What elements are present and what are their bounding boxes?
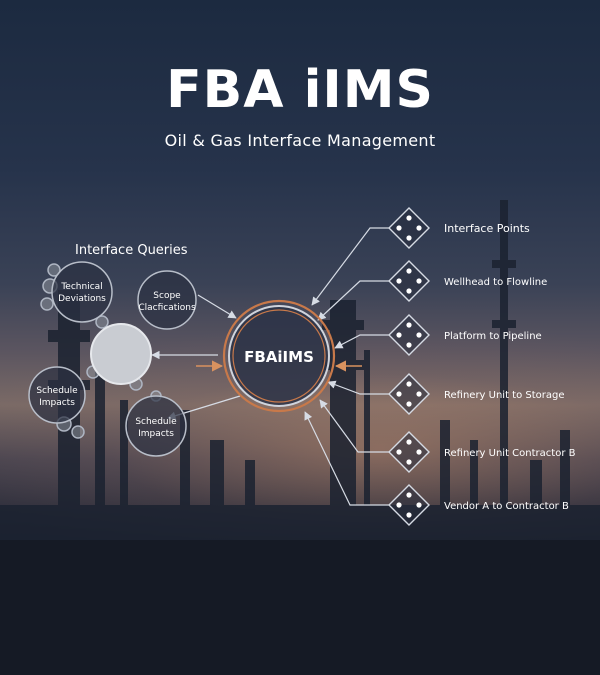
hub-node[interactable]: FBAiIMS bbox=[222, 299, 336, 413]
node-dot bbox=[406, 401, 412, 407]
query-node-schedule-impacts-left[interactable]: Schedule Impacts bbox=[28, 366, 86, 424]
node-dot bbox=[416, 278, 422, 284]
node-dot bbox=[406, 381, 412, 387]
interface-label: Refinery Unit Contractor B bbox=[444, 448, 576, 459]
interface-node-6[interactable]: Vendor A to Contractor B bbox=[388, 484, 569, 526]
query-node-technical-deviations[interactable]: Technical Deviations bbox=[51, 261, 113, 323]
node-dot bbox=[396, 225, 402, 231]
svg-text:Clacfications: Clacfications bbox=[138, 303, 196, 313]
node-dot bbox=[416, 502, 422, 508]
node-dot bbox=[406, 342, 412, 348]
node-dot bbox=[396, 332, 402, 338]
node-dot bbox=[406, 459, 412, 465]
node-dot bbox=[406, 235, 412, 241]
svg-text:Impacts: Impacts bbox=[138, 429, 174, 439]
page-title: FBA iIMS bbox=[166, 60, 434, 120]
svg-text:Schedule: Schedule bbox=[36, 386, 78, 396]
node-dot bbox=[406, 322, 412, 328]
interface-label: Wellhead to Flowline bbox=[444, 277, 547, 288]
query-node-scope-clarifications[interactable]: Scope Clacfications bbox=[137, 270, 197, 330]
svg-text:Technical: Technical bbox=[60, 282, 102, 292]
hub-label: FBAiIMS bbox=[244, 348, 314, 366]
node-dot bbox=[396, 449, 402, 455]
diamond-icon bbox=[388, 373, 430, 415]
node-dot bbox=[406, 288, 412, 294]
node-dot bbox=[406, 268, 412, 274]
node-dot bbox=[406, 439, 412, 445]
diamond-icon bbox=[388, 260, 430, 302]
node-dot bbox=[406, 492, 412, 498]
interface-label: Platform to Pipeline bbox=[444, 331, 542, 342]
node-dot bbox=[416, 449, 422, 455]
node-dot bbox=[406, 215, 412, 221]
interface-node-5[interactable]: Refinery Unit Contractor B bbox=[388, 431, 576, 473]
node-dot bbox=[396, 502, 402, 508]
node-dot bbox=[396, 391, 402, 397]
interface-connectors bbox=[151, 227, 390, 506]
interface-node-3[interactable]: Platform to Pipeline bbox=[388, 314, 542, 356]
diamond-icon bbox=[388, 431, 430, 473]
interface-node-2[interactable]: Wellhead to Flowline bbox=[388, 260, 547, 302]
interface-label: Interface Points bbox=[444, 222, 530, 235]
node-dot bbox=[416, 332, 422, 338]
node-dot bbox=[406, 512, 412, 518]
svg-text:Deviations: Deviations bbox=[58, 294, 106, 304]
interface-label: Refinery Unit to Storage bbox=[444, 390, 565, 401]
node-dot bbox=[416, 391, 422, 397]
node-dot bbox=[396, 278, 402, 284]
svg-text:Impacts: Impacts bbox=[39, 398, 75, 408]
interface-node-4[interactable]: Refinery Unit to Storage bbox=[388, 373, 565, 415]
diamond-icon bbox=[388, 314, 430, 356]
query-node-schedule-impacts-bottom[interactable]: Schedule Impacts bbox=[125, 395, 187, 457]
interface-label: Vendor A to Contractor B bbox=[444, 501, 569, 512]
diamond-icon bbox=[388, 207, 430, 249]
queries-heading: Interface Queries bbox=[75, 243, 188, 258]
svg-text:Scope: Scope bbox=[153, 291, 181, 301]
page-subtitle: Oil & Gas Interface Management bbox=[164, 131, 436, 150]
query-hub-node bbox=[90, 323, 152, 385]
node-dot bbox=[416, 225, 422, 231]
diamond-icon bbox=[388, 484, 430, 526]
interface-node-1[interactable]: Interface Points bbox=[388, 207, 530, 249]
svg-text:Schedule: Schedule bbox=[135, 417, 177, 427]
